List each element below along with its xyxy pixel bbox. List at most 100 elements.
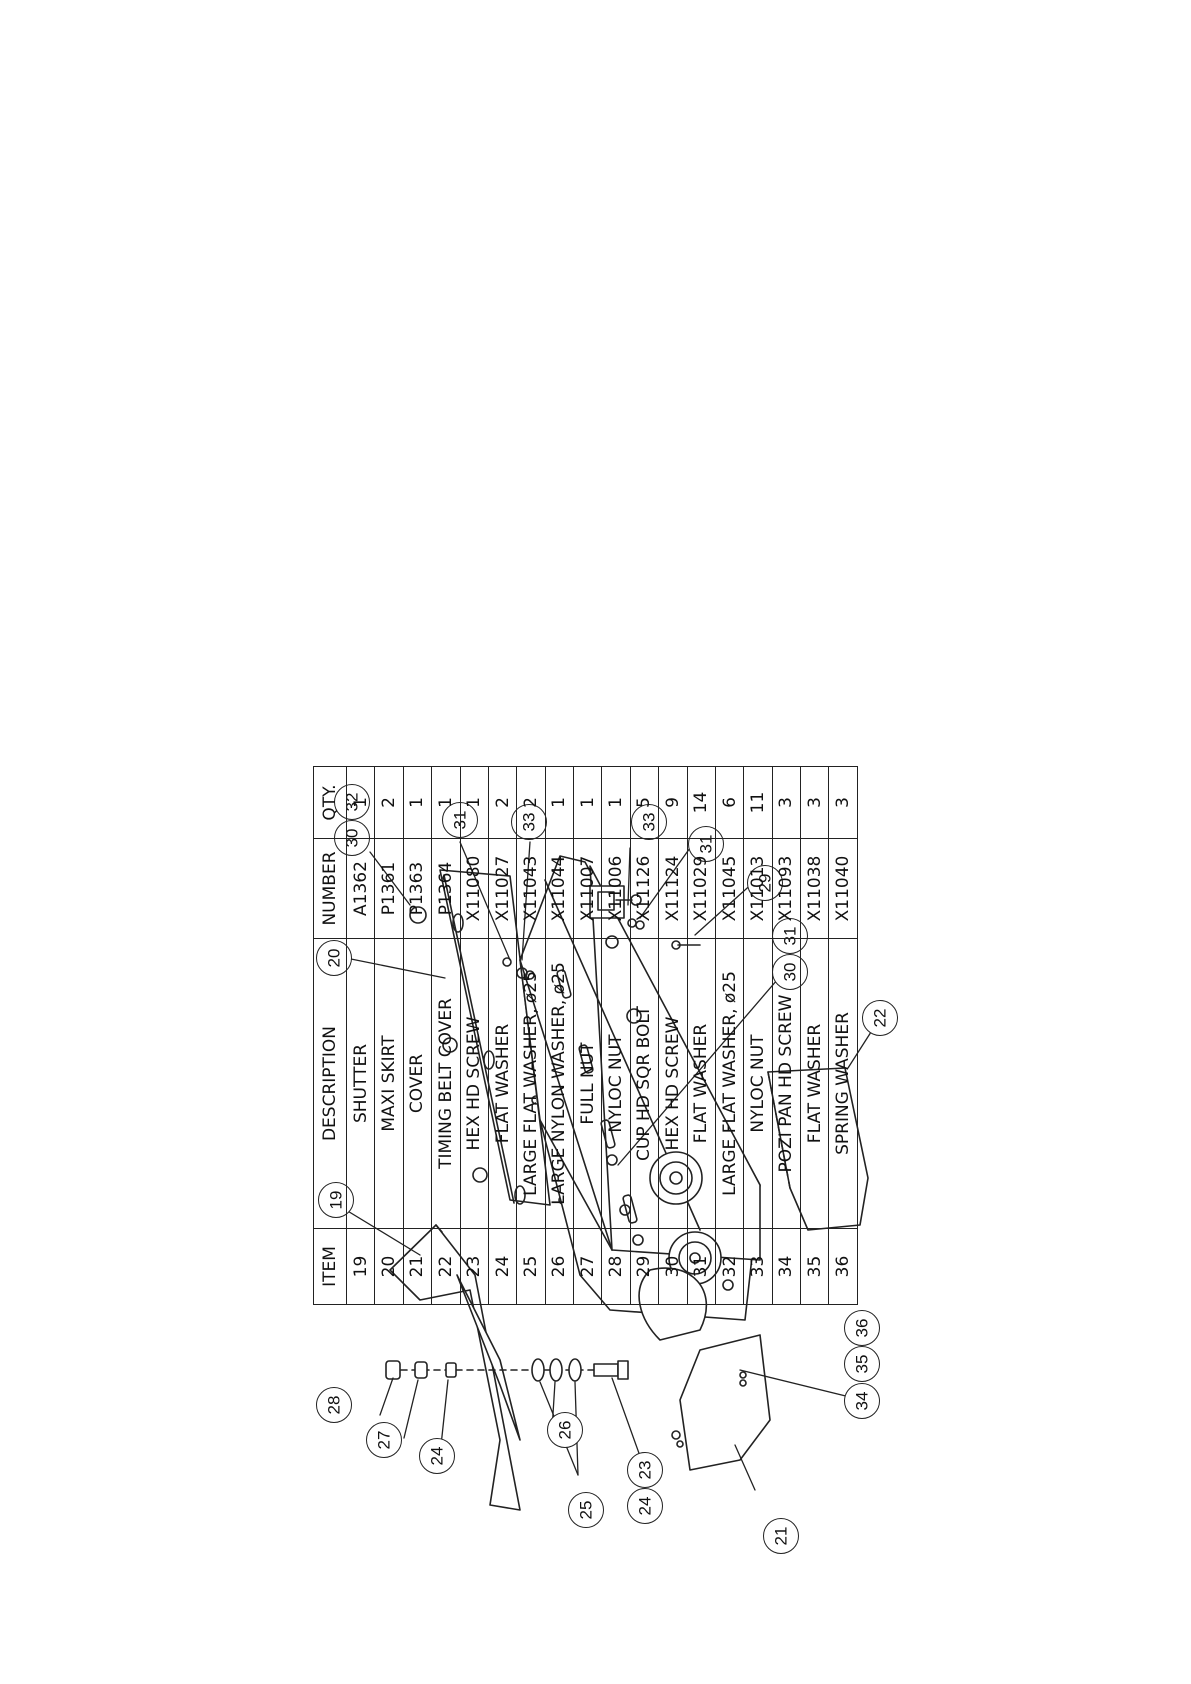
parts-list-header-row: ITEM DESCRIPTION NUMBER QTY. <box>313 766 347 1305</box>
callout-22: 22 <box>862 1000 898 1036</box>
cell-item: 23 <box>460 1228 489 1305</box>
header-item: ITEM <box>313 1228 347 1305</box>
cell-item: 33 <box>743 1228 773 1305</box>
callout-27: 27 <box>366 1422 402 1458</box>
cell-description: NYLOC NUT <box>743 938 773 1229</box>
cell-item: 29 <box>630 1228 659 1305</box>
cell-description: POZI PAN HD SCREW <box>772 938 801 1229</box>
cell-number: X11126 <box>630 838 659 939</box>
cell-item: 20 <box>374 1228 404 1305</box>
cell-item: 27 <box>573 1228 602 1305</box>
cell-number: P1363 <box>403 838 432 939</box>
callout-34: 34 <box>844 1383 880 1419</box>
cell-qty: 1 <box>403 766 432 839</box>
cell-number: X11045 <box>715 838 744 939</box>
cover-part <box>638 1267 771 1471</box>
cell-number: X11044 <box>545 838 574 939</box>
callout-28: 28 <box>316 1387 352 1423</box>
cell-qty: 3 <box>828 766 858 839</box>
cell-qty: 3 <box>772 766 801 839</box>
cell-number: P1361 <box>374 838 404 939</box>
callout-19: 19 <box>318 1182 354 1218</box>
cell-number: X11027 <box>488 838 517 939</box>
callout-24-right: 24 <box>627 1488 663 1524</box>
cell-qty: 1 <box>573 766 602 839</box>
cell-item: 36 <box>828 1228 858 1305</box>
header-qty: QTY. <box>313 766 347 839</box>
cell-number: A1362 <box>346 838 375 939</box>
callout-32-top: 32 <box>334 784 370 820</box>
cell-qty: 2 <box>516 766 546 839</box>
header-description: DESCRIPTION <box>313 938 347 1229</box>
cell-description: LARGE FLAT WASHER, ø25 <box>516 938 546 1229</box>
cell-number: X11029 <box>687 838 716 939</box>
cell-qty: 6 <box>715 766 744 839</box>
cell-number: X11043 <box>516 838 546 939</box>
hardware-stack <box>385 906 701 1382</box>
cell-description: HEX HD SCREW <box>460 938 489 1229</box>
cell-number: X11006 <box>601 838 631 939</box>
cell-description: LARGE NYLON WASHER, ø25 <box>545 938 574 1229</box>
cell-qty: 1 <box>346 766 375 839</box>
cell-qty: 3 <box>800 766 829 839</box>
cell-item: 22 <box>431 1228 460 1305</box>
cell-description: FULL NUT <box>573 938 602 1229</box>
shutter-part <box>389 1224 521 1511</box>
callout-20: 20 <box>316 940 352 976</box>
cell-description: FLAT WASHER <box>687 938 716 1229</box>
callout-36: 36 <box>844 1310 880 1346</box>
cell-description: TIMING BELT COVER <box>431 938 460 1229</box>
callout-26: 26 <box>547 1412 583 1448</box>
cell-description: SPRING WASHER <box>828 938 858 1229</box>
cell-qty: 1 <box>601 766 631 839</box>
cell-description: LARGE FLAT WASHER, ø25 <box>715 938 744 1229</box>
cell-number: X11007 <box>573 838 602 939</box>
callout-30-top: 30 <box>334 820 370 856</box>
callout-35: 35 <box>844 1346 880 1382</box>
cell-item: 34 <box>772 1228 801 1305</box>
cell-description: HEX HD SCREW <box>658 938 687 1229</box>
callout-30-mid: 30 <box>772 954 808 990</box>
cell-number: X11013 <box>743 838 773 939</box>
cell-number: X11124 <box>658 838 687 939</box>
cell-qty: 9 <box>658 766 687 839</box>
cell-item: 28 <box>601 1228 631 1305</box>
cell-qty: 2 <box>374 766 404 839</box>
callout-21: 21 <box>763 1518 799 1554</box>
cell-qty: 5 <box>630 766 659 839</box>
cell-number: X11038 <box>800 838 829 939</box>
cell-item: 32 <box>715 1228 744 1305</box>
cell-description: CUP HD SQR BOLT <box>630 938 659 1229</box>
cell-item: 31 <box>687 1228 716 1305</box>
cell-description: COVER <box>403 938 432 1229</box>
header-number: NUMBER <box>313 838 347 939</box>
cell-number: X11040 <box>828 838 858 939</box>
cell-qty: 14 <box>687 766 716 839</box>
cell-item: 21 <box>403 1228 432 1305</box>
callout-31-top: 31 <box>442 802 478 838</box>
cell-description: FLAT WASHER <box>800 938 829 1229</box>
callout-29: 29 <box>747 865 783 901</box>
cell-number: P1364 <box>431 838 460 939</box>
cell-qty: 1 <box>431 766 460 839</box>
